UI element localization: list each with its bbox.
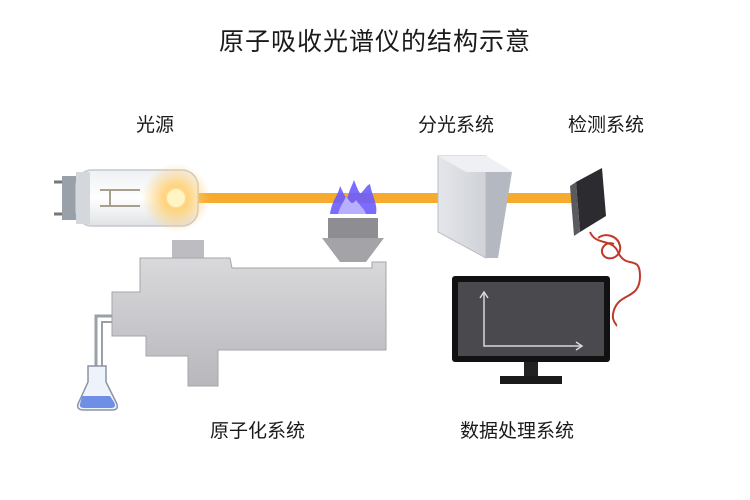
- label-atomizer: 原子化系统: [210, 420, 306, 442]
- monochromator-prism: [437, 155, 512, 259]
- detector-plate: [570, 168, 606, 236]
- atomizer-body: [111, 218, 387, 387]
- sample-flask: [76, 314, 119, 411]
- monitor: [452, 276, 610, 384]
- label-detector: 检测系统: [568, 114, 645, 136]
- label-data-processing: 数据处理系统: [460, 420, 575, 442]
- detector-cable: [589, 231, 642, 327]
- label-light-source: 光源: [136, 114, 175, 136]
- diagram-title: 原子吸收光谱仪的结构示意: [218, 27, 531, 56]
- label-monochromator: 分光系统: [418, 114, 495, 136]
- flame: [330, 180, 377, 214]
- hollow-cathode-lamp: [54, 164, 210, 232]
